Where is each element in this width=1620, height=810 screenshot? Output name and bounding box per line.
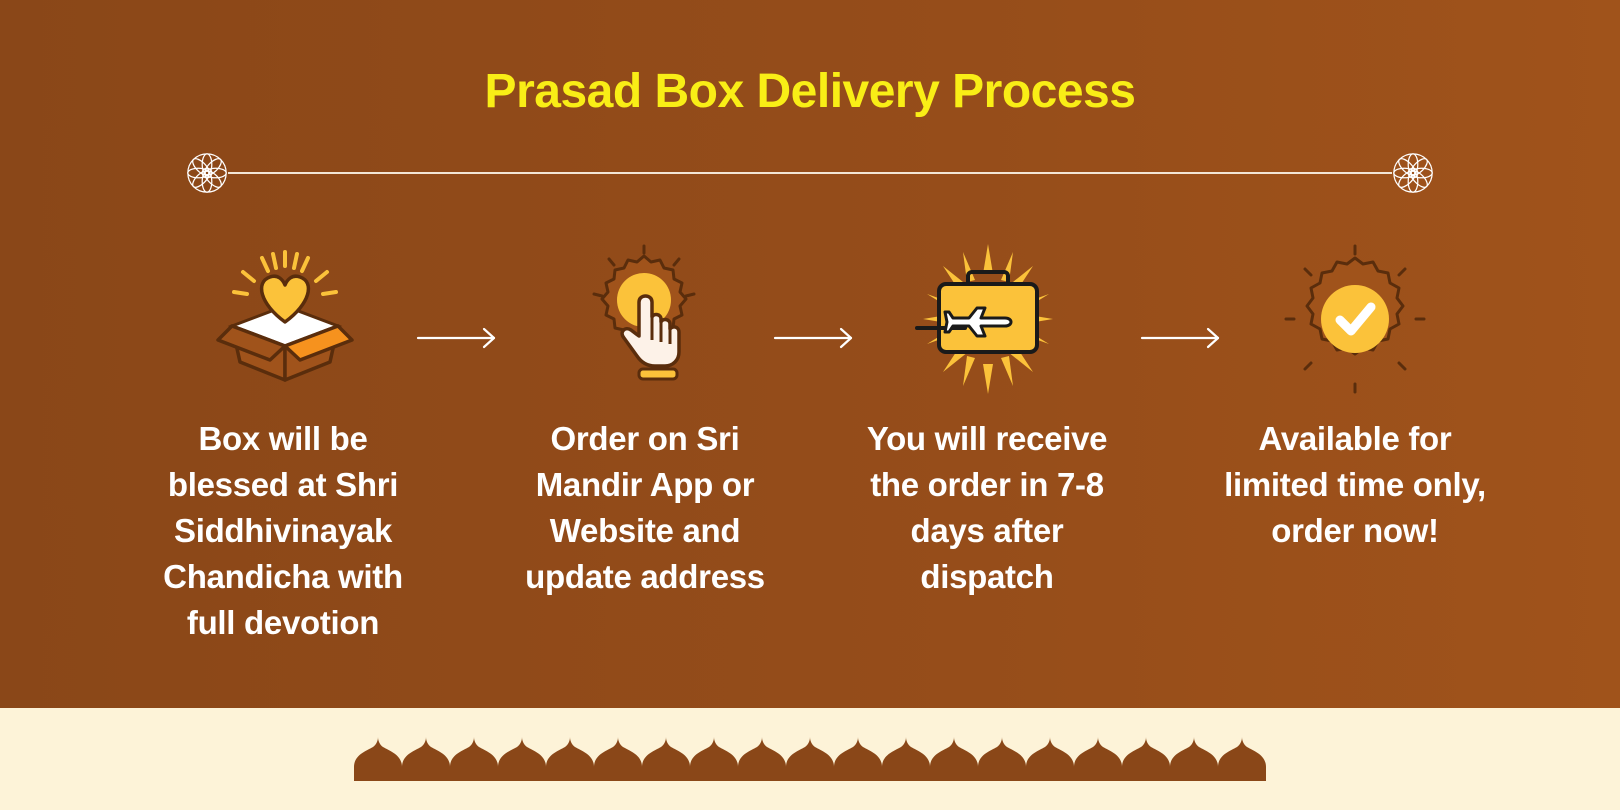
scallop-shape [498,737,546,781]
plane-suitcase-icon [913,244,1063,394]
scallop-shape [1170,737,1218,781]
scallop-shape [402,737,450,781]
scallop-shape [594,737,642,781]
scallop-shape [1074,737,1122,781]
step-4-text: Available for limited time only, order n… [1224,420,1486,549]
scallop-shape [786,737,834,781]
scallop-shape [738,737,786,781]
step-2-text: Order on Sri Mandir App or Website and u… [525,420,765,595]
check-badge-icon [1280,244,1430,394]
scallop-shape [642,737,690,781]
scallop-shape [546,737,594,781]
arrow-right-icon [773,326,855,350]
mandala-icon [1390,150,1436,196]
scallop-shape [930,737,978,781]
step-3-text: You will receive the order in 7-8 days a… [866,420,1108,595]
divider-line [228,172,1392,174]
mandala-icon [184,150,230,196]
scallop-shape [1122,737,1170,781]
scallop-border [354,737,1266,781]
scallop-shape [834,737,882,781]
scallop-shape [1026,737,1074,781]
scallop-shape [690,737,738,781]
scallop-shape [882,737,930,781]
scallop-shape [354,737,402,781]
scallop-shape [1218,737,1266,781]
step-1-text: Box will be blessed at Shri Siddhivinaya… [163,420,403,641]
arrow-right-icon [416,326,498,350]
scallop-shape [450,737,498,781]
page-title: Prasad Box Delivery Process [484,65,1136,118]
tap-hand-icon [569,244,719,394]
arrow-right-icon [1140,326,1222,350]
scallop-shape [978,737,1026,781]
heart-box-icon [210,244,360,394]
